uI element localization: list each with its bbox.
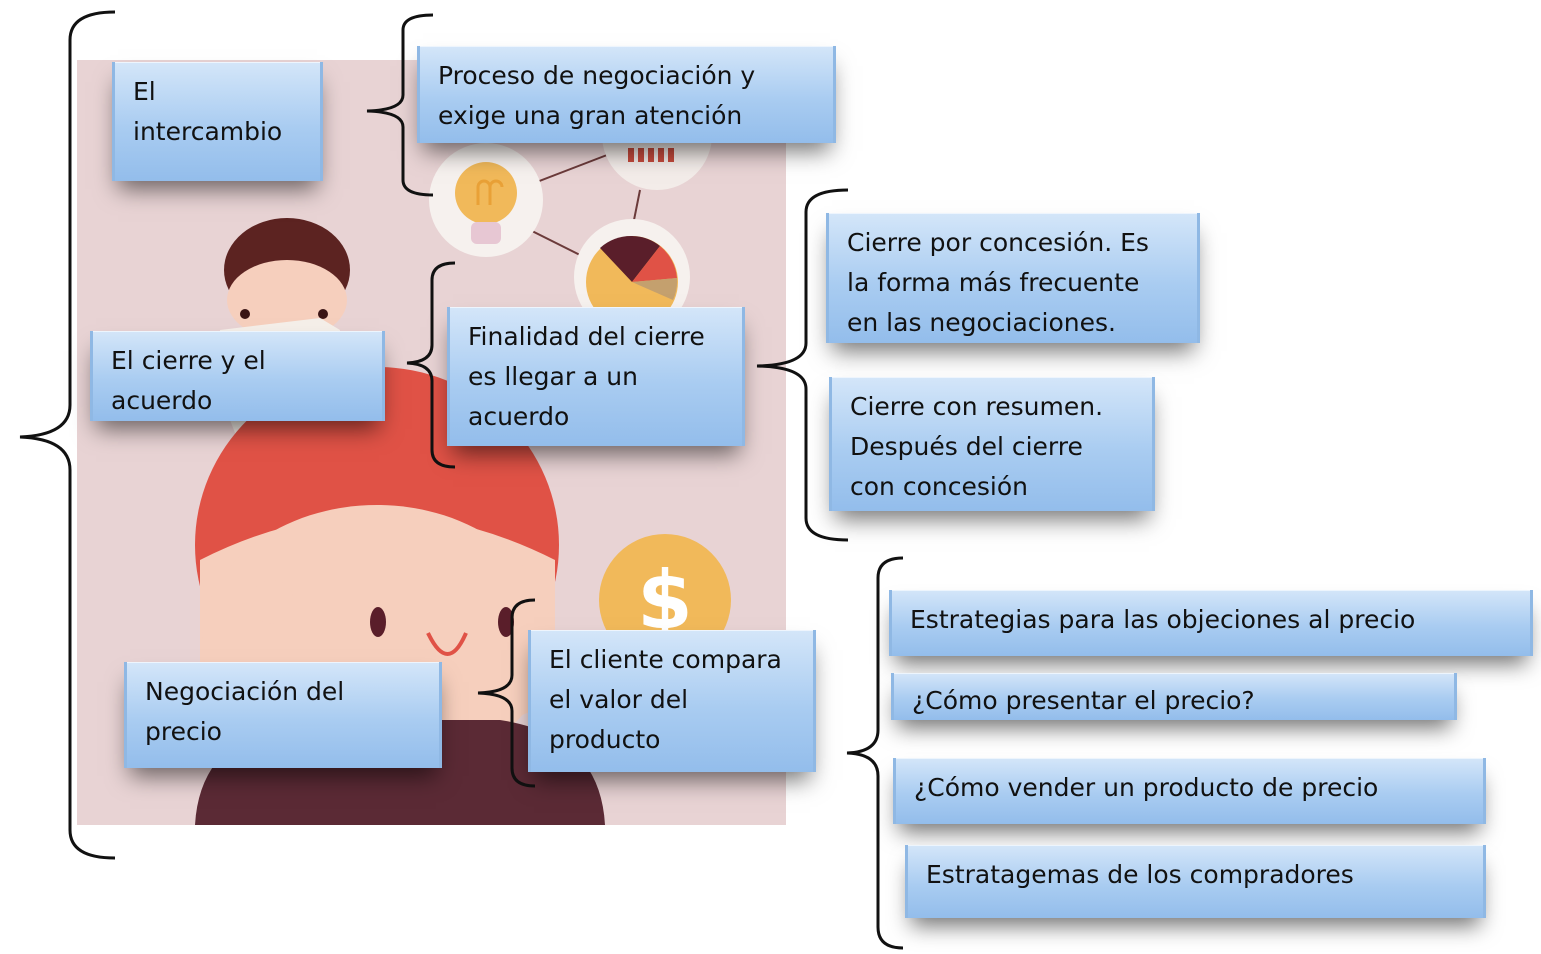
pie-chart-icon [586, 235, 678, 328]
node-label: El cliente compara el valor del producto [549, 645, 782, 754]
node-proceso-negociacion: Proceso de negociación y exige una gran … [417, 46, 836, 143]
node-label: Cierre con resumen. Después del cierre c… [850, 392, 1104, 501]
node-estrategias-objeciones: Estrategias para las objeciones al preci… [889, 590, 1533, 656]
brace-compara [846, 556, 904, 950]
node-label: ¿Cómo presentar el precio? [912, 686, 1255, 715]
node-label: ¿Cómo vender un producto de precio [914, 773, 1379, 802]
node-presentar-precio: ¿Cómo presentar el precio? [891, 673, 1457, 720]
node-label: El intercambio [133, 77, 283, 146]
node-el-intercambio: El intercambio [112, 62, 323, 181]
node-cierre-acuerdo: El cierre y el acuerdo [90, 331, 385, 421]
brace-precio [477, 598, 536, 788]
brace-intercambio [366, 13, 434, 197]
node-label: Finalidad del cierre es llegar a un acue… [468, 322, 705, 431]
brace-cierre [406, 261, 456, 469]
brace-finalidad [756, 188, 849, 542]
node-negociacion-precio: Negociación del precio [124, 662, 442, 768]
node-label: Proceso de negociación y exige una gran … [438, 61, 756, 130]
node-label: Negociación del precio [145, 677, 345, 746]
node-cierre-resumen: Cierre con resumen. Después del cierre c… [829, 377, 1155, 511]
node-estratagemas-compradores: Estratagemas de los compradores [905, 845, 1486, 918]
node-cliente-compara: El cliente compara el valor del producto [528, 630, 816, 772]
brace-root [19, 10, 116, 860]
node-vender-producto: ¿Cómo vender un producto de precio [893, 758, 1486, 824]
node-label: Estratagemas de los compradores [926, 860, 1354, 889]
node-label: Estrategias para las objeciones al preci… [910, 605, 1416, 634]
node-label: El cierre y el acuerdo [111, 346, 266, 415]
node-cierre-concesion: Cierre por concesión. Es la forma más fr… [826, 213, 1200, 343]
node-label: Cierre por concesión. Es la forma más fr… [847, 228, 1149, 337]
node-finalidad-cierre: Finalidad del cierre es llegar a un acue… [447, 307, 745, 446]
